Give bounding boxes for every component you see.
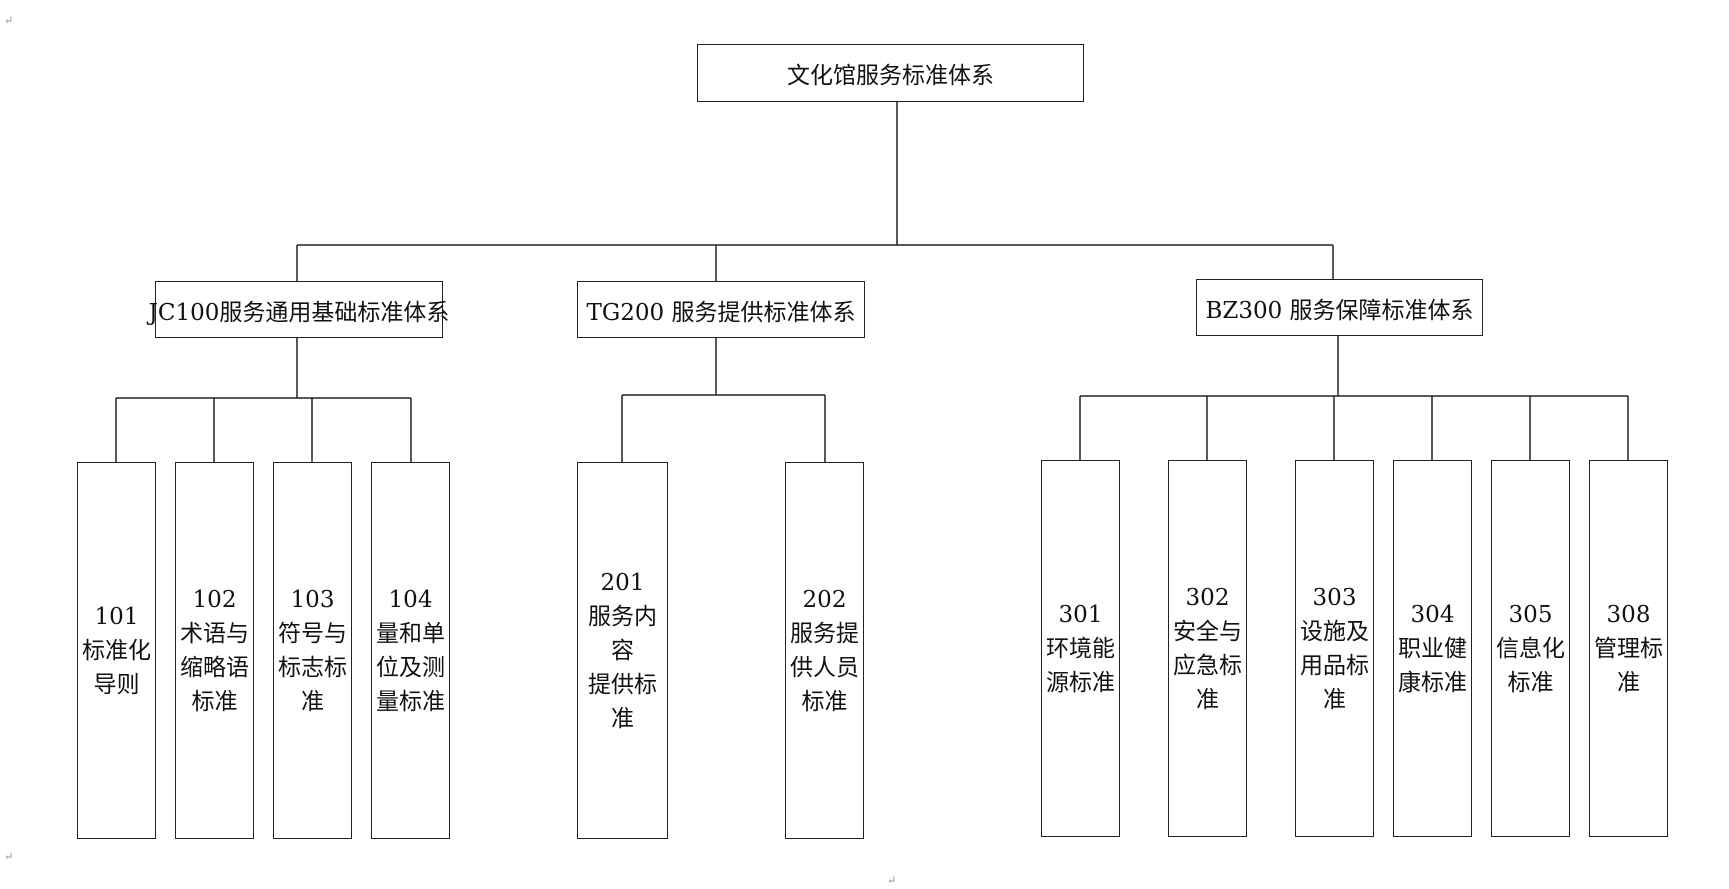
group-node-bz300: BZ300 服务保障标准体系 xyxy=(1196,279,1483,336)
leaf-line: 202 xyxy=(802,586,847,613)
root-node: 文化馆服务标准体系 xyxy=(697,44,1084,102)
leaf-line: 管理标 xyxy=(1594,635,1663,662)
leaf-line: 供人员 xyxy=(790,654,859,681)
leaf-line: 308 xyxy=(1606,601,1651,628)
leaf-line: 安全与 xyxy=(1173,618,1242,645)
leaf-node-104: 104 量和单 位及测 量标准 xyxy=(371,462,450,839)
leaf-line: 源标准 xyxy=(1046,669,1115,696)
leaf-line: 职业健 xyxy=(1398,635,1467,662)
leaf-line: 305 xyxy=(1508,601,1553,628)
leaf-line: 准 xyxy=(1617,669,1640,696)
leaf-line: 101 xyxy=(94,603,139,630)
leaf-line: 标准 xyxy=(191,688,238,715)
leaf-line: 提供标准 xyxy=(588,671,657,732)
leaf-line: 导则 xyxy=(93,671,140,698)
leaf-line: 标准 xyxy=(801,688,848,715)
leaf-node-304: 304 职业健 康标准 xyxy=(1393,460,1472,837)
leaf-line: 服务提 xyxy=(790,620,859,647)
leaf-line: 量和单 xyxy=(376,620,445,647)
leaf-line: 103 xyxy=(290,586,335,613)
leaf-line: 104 xyxy=(388,586,433,613)
leaf-line: 设施及 xyxy=(1300,618,1369,645)
root-label: 文化馆服务标准体系 xyxy=(787,63,994,89)
leaf-line: 服务内容 xyxy=(588,603,657,664)
leaf-line: 304 xyxy=(1410,601,1455,628)
leaf-line: 用品标 xyxy=(1300,652,1369,679)
leaf-line: 缩略语 xyxy=(180,654,249,681)
leaf-line: 准 xyxy=(1196,686,1219,713)
leaf-node-101: 101 标准化 导则 xyxy=(77,462,156,839)
leaf-line: 303 xyxy=(1312,584,1357,611)
leaf-node-308: 308 管理标 准 xyxy=(1589,460,1668,837)
leaf-line: 量标准 xyxy=(376,688,445,715)
leaf-node-102: 102 术语与 缩略语 标准 xyxy=(175,462,254,839)
leaf-node-302: 302 安全与 应急标 准 xyxy=(1168,460,1247,837)
leaf-line: 信息化 xyxy=(1496,635,1565,662)
paragraph-mark-icon: ↵ xyxy=(4,14,14,27)
leaf-line: 术语与 xyxy=(180,620,249,647)
group-label: TG200 服务提供标准体系 xyxy=(586,299,856,326)
leaf-line: 康标准 xyxy=(1398,669,1467,696)
group-label: BZ300 服务保障标准体系 xyxy=(1205,297,1474,324)
leaf-line: 应急标 xyxy=(1173,652,1242,679)
leaf-line: 102 xyxy=(192,586,237,613)
leaf-node-103: 103 符号与 标志标 准 xyxy=(273,462,352,839)
leaf-line: 标准化 xyxy=(82,637,151,664)
leaf-line: 符号与 xyxy=(278,620,347,647)
leaf-line: 301 xyxy=(1058,601,1103,628)
paragraph-mark-icon: ↵ xyxy=(887,874,897,887)
leaf-line: 标志标 xyxy=(278,654,347,681)
leaf-node-301: 301 环境能 源标准 xyxy=(1041,460,1120,837)
leaf-line: 准 xyxy=(1323,686,1346,713)
leaf-line: 准 xyxy=(301,688,324,715)
leaf-node-303: 303 设施及 用品标 准 xyxy=(1295,460,1374,837)
group-node-jc100: JC100服务通用基础标准体系 xyxy=(149,281,449,338)
paragraph-mark-icon: ↵ xyxy=(4,850,14,863)
leaf-line: 201 xyxy=(600,569,645,596)
group-label: JC100服务通用基础标准体系 xyxy=(148,299,450,326)
leaf-node-201: 201 服务内容 提供标准 xyxy=(577,462,668,839)
leaf-line: 位及测 xyxy=(376,654,445,681)
group-node-tg200: TG200 服务提供标准体系 xyxy=(577,281,865,338)
leaf-line: 标准 xyxy=(1507,669,1554,696)
leaf-node-305: 305 信息化 标准 xyxy=(1491,460,1570,837)
leaf-line: 302 xyxy=(1185,584,1230,611)
leaf-node-202: 202 服务提 供人员 标准 xyxy=(785,462,864,839)
leaf-line: 环境能 xyxy=(1046,635,1115,662)
